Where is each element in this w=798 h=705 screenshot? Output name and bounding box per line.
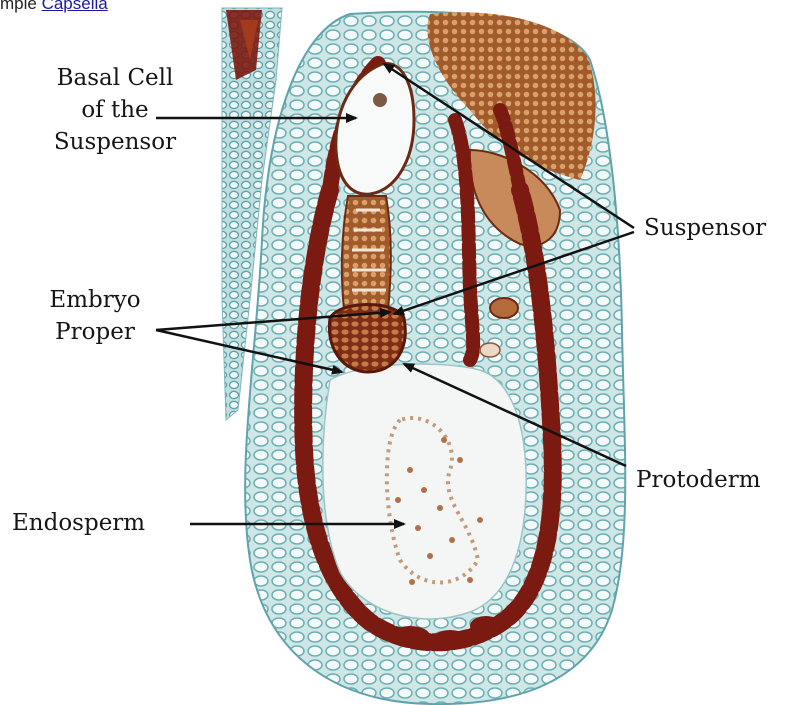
label-protoderm: Protoderm [636, 464, 761, 496]
suspensor-column [342, 196, 391, 310]
label-basal-cell-line1: Basal Cell [30, 62, 200, 94]
label-basal-cell: Basal Cell of the Suspensor [30, 62, 200, 158]
label-suspensor: Suspensor [644, 212, 766, 244]
embryo-sac [323, 364, 526, 619]
label-embryo-proper: Embryo Proper [30, 284, 160, 348]
label-basal-cell-line2: of the [30, 94, 200, 126]
label-embryo-proper-line1: Embryo [30, 284, 160, 316]
label-endosperm: Endosperm [12, 507, 145, 539]
label-basal-cell-line3: Suspensor [30, 126, 200, 158]
label-embryo-proper-line2: Proper [30, 316, 160, 348]
